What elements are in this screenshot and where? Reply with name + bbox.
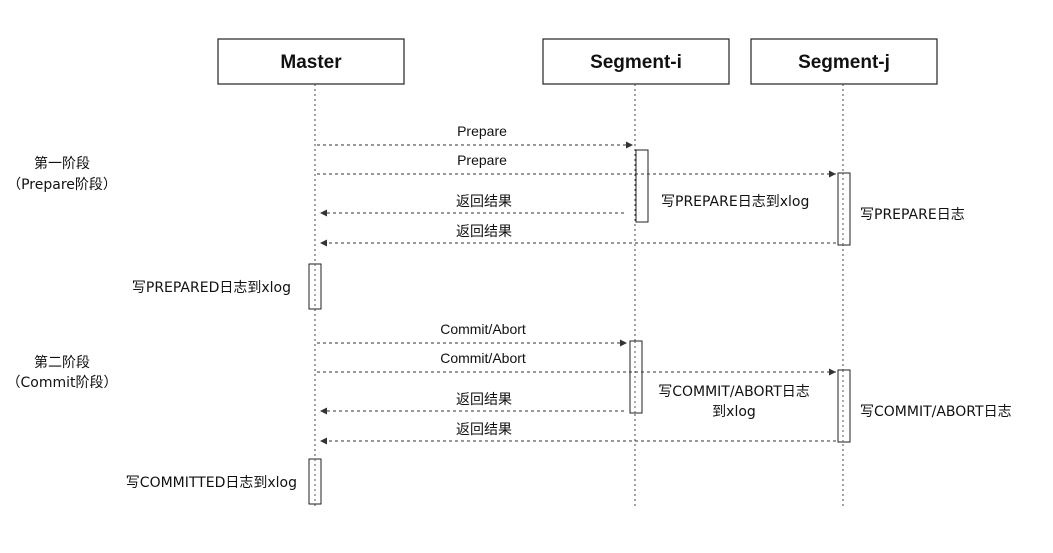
message-result-from-segment-j-phase1-label: 返回结果 [456, 223, 512, 239]
phase2-title: 第二阶段 [34, 354, 90, 371]
note-segment-i-commit-line1: 写COMMIT/ABORT日志 [658, 384, 810, 400]
note-segment-i-commit-line2: 到xlog [712, 404, 756, 420]
message-commit-to-segment-j: Commit/Abort [317, 350, 836, 376]
phase2-subtitle: （Commit阶段） [7, 375, 118, 391]
activation-master-prepared [308, 263, 322, 310]
participant-master: Master [217, 38, 405, 85]
note-segment-i-prepare: 写PREPARE日志到xlog [661, 194, 809, 210]
participant-segment-j-label: Segment-j [798, 52, 890, 73]
message-commit-to-segment-i: Commit/Abort [317, 321, 627, 347]
message-prepare-to-segment-j: Prepare [317, 152, 836, 178]
message-prepare-to-segment-i-label: Prepare [457, 123, 507, 139]
note-master-prepared: 写PREPARED日志到xlog [132, 280, 291, 296]
message-result-from-segment-i-phase1: 返回结果 [320, 193, 624, 217]
message-result-from-segment-i-phase1-label: 返回结果 [456, 193, 512, 209]
message-result-from-segment-j-phase2: 返回结果 [320, 421, 836, 445]
message-commit-to-segment-j-label: Commit/Abort [440, 350, 526, 366]
message-result-from-segment-i-phase2: 返回结果 [320, 391, 624, 415]
participant-segment-j: Segment-j [750, 38, 938, 85]
participant-master-label: Master [280, 52, 342, 73]
activation-segment-j-commit [837, 369, 851, 443]
activation-master-committed [308, 458, 322, 505]
message-commit-to-segment-i-label: Commit/Abort [440, 321, 526, 337]
note-segment-j-commit: 写COMMIT/ABORT日志 [860, 404, 1012, 420]
phase1-title: 第一阶段 [34, 155, 90, 172]
activation-segment-j-prepare [837, 172, 851, 246]
phase1-label: 第一阶段 （Prepare阶段） [7, 155, 117, 193]
phase1-subtitle: （Prepare阶段） [7, 177, 117, 193]
message-result-from-segment-j-phase1: 返回结果 [320, 223, 836, 247]
participant-segment-i-label: Segment-i [590, 52, 682, 73]
participant-segment-i: Segment-i [542, 38, 730, 85]
note-segment-j-prepare: 写PREPARE日志 [860, 207, 965, 223]
message-prepare-to-segment-i: Prepare [317, 123, 633, 149]
phase2-label: 第二阶段 （Commit阶段） [7, 354, 118, 391]
message-result-from-segment-j-phase2-label: 返回结果 [456, 421, 512, 437]
activation-segment-i-prepare [635, 149, 649, 223]
note-master-committed: 写COMMITTED日志到xlog [126, 475, 297, 491]
message-prepare-to-segment-j-label: Prepare [457, 152, 507, 168]
message-result-from-segment-i-phase2-label: 返回结果 [456, 391, 512, 407]
activation-segment-i-commit [629, 340, 643, 414]
